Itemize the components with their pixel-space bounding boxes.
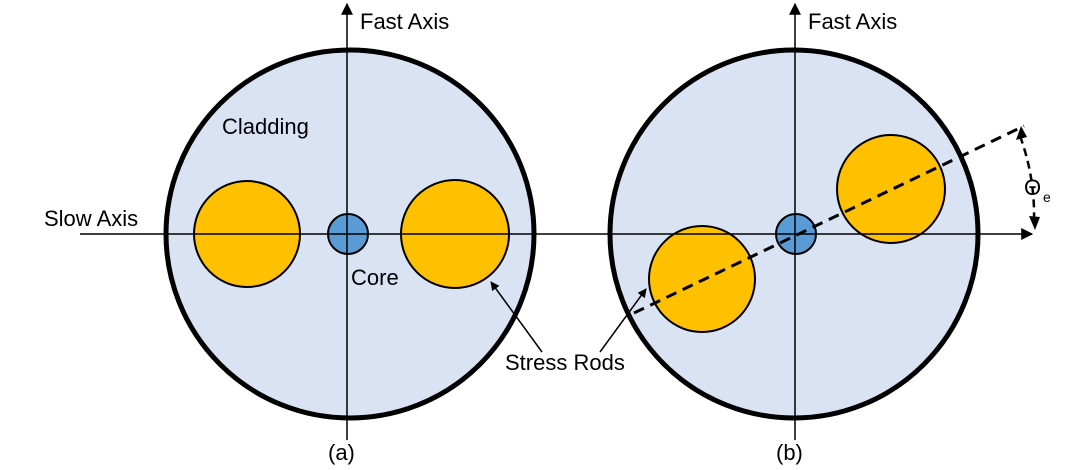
slow-axis-label: Slow Axis <box>44 206 138 231</box>
theta-subscript: e <box>1043 189 1051 205</box>
panel-label-a: (a) <box>328 440 355 465</box>
theta-arc-arrow-bottom <box>1029 216 1040 230</box>
theta-angle-arc <box>1018 135 1036 223</box>
rotated-axis-dashed <box>633 124 1025 315</box>
panel-a <box>163 2 537 440</box>
stress-rod-b-upper <box>836 134 946 244</box>
cladding-label: Cladding <box>222 114 309 139</box>
fast-axis-label-a: Fast Axis <box>360 9 449 34</box>
theta-label: Θ <box>1024 175 1041 200</box>
panel-label-b: (b) <box>776 440 803 465</box>
core-label: Core <box>351 265 399 290</box>
stress-rods-label: Stress Rods <box>505 350 625 375</box>
theta-arc-arrow-top <box>1016 126 1027 140</box>
stress-rods-pointer-b <box>599 288 647 353</box>
stress-rods-pointer-a <box>490 281 543 353</box>
fast-axis-label-b: Fast Axis <box>808 9 897 34</box>
panel-b <box>607 2 1040 440</box>
